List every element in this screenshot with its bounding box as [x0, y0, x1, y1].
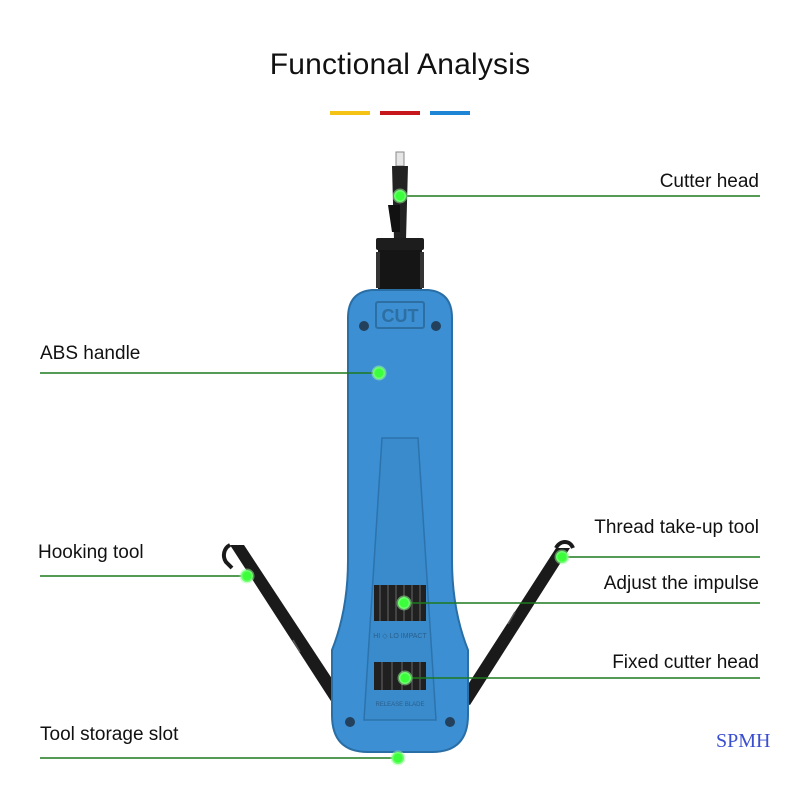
marker-dot-abs-handle [371, 365, 387, 381]
handle-impact-text: HI ◇ LO IMPACT [373, 633, 427, 640]
watermark: SPMH [716, 730, 771, 752]
marker-dot-cutter-head [392, 188, 408, 204]
label-hooking-tool: Hooking tool [38, 542, 144, 563]
accent-bar-yellow [330, 111, 370, 115]
label-cutter-head: Cutter head [659, 171, 759, 192]
accent-bar-blue [430, 111, 470, 115]
label-abs-handle: ABS handle [40, 343, 141, 364]
marker-dot-hooking-tool [239, 568, 255, 584]
hooking-tool-arm [221, 543, 348, 712]
thread-take-up-arm [458, 540, 575, 705]
handle-recess-panel [363, 437, 437, 721]
screw-bottom-left [345, 717, 355, 727]
marker-dot-adjust-impulse [396, 595, 412, 611]
marker-dot-fixed-cutter [397, 670, 413, 686]
marker-dot-thread-take-up [554, 549, 570, 565]
handle-release-text: RELEASE BLADE [375, 702, 424, 708]
screw-top-left [359, 321, 369, 331]
label-adjust-the-impulse: Adjust the impulse [603, 573, 759, 594]
page-title: Functional Analysis [269, 48, 531, 81]
accent-bar-red [380, 111, 420, 115]
screw-bottom-right [445, 717, 455, 727]
label-fixed-cutter-head: Fixed cutter head [612, 652, 759, 673]
screw-top-right [431, 321, 441, 331]
label-thread-take-up-tool: Thread take-up tool [594, 517, 759, 538]
blade-collar [376, 238, 424, 290]
handle-cut-stamp: CUT [382, 306, 419, 326]
label-tool-storage-slot: Tool storage slot [40, 724, 179, 745]
marker-dot-tool-storage [390, 750, 406, 766]
